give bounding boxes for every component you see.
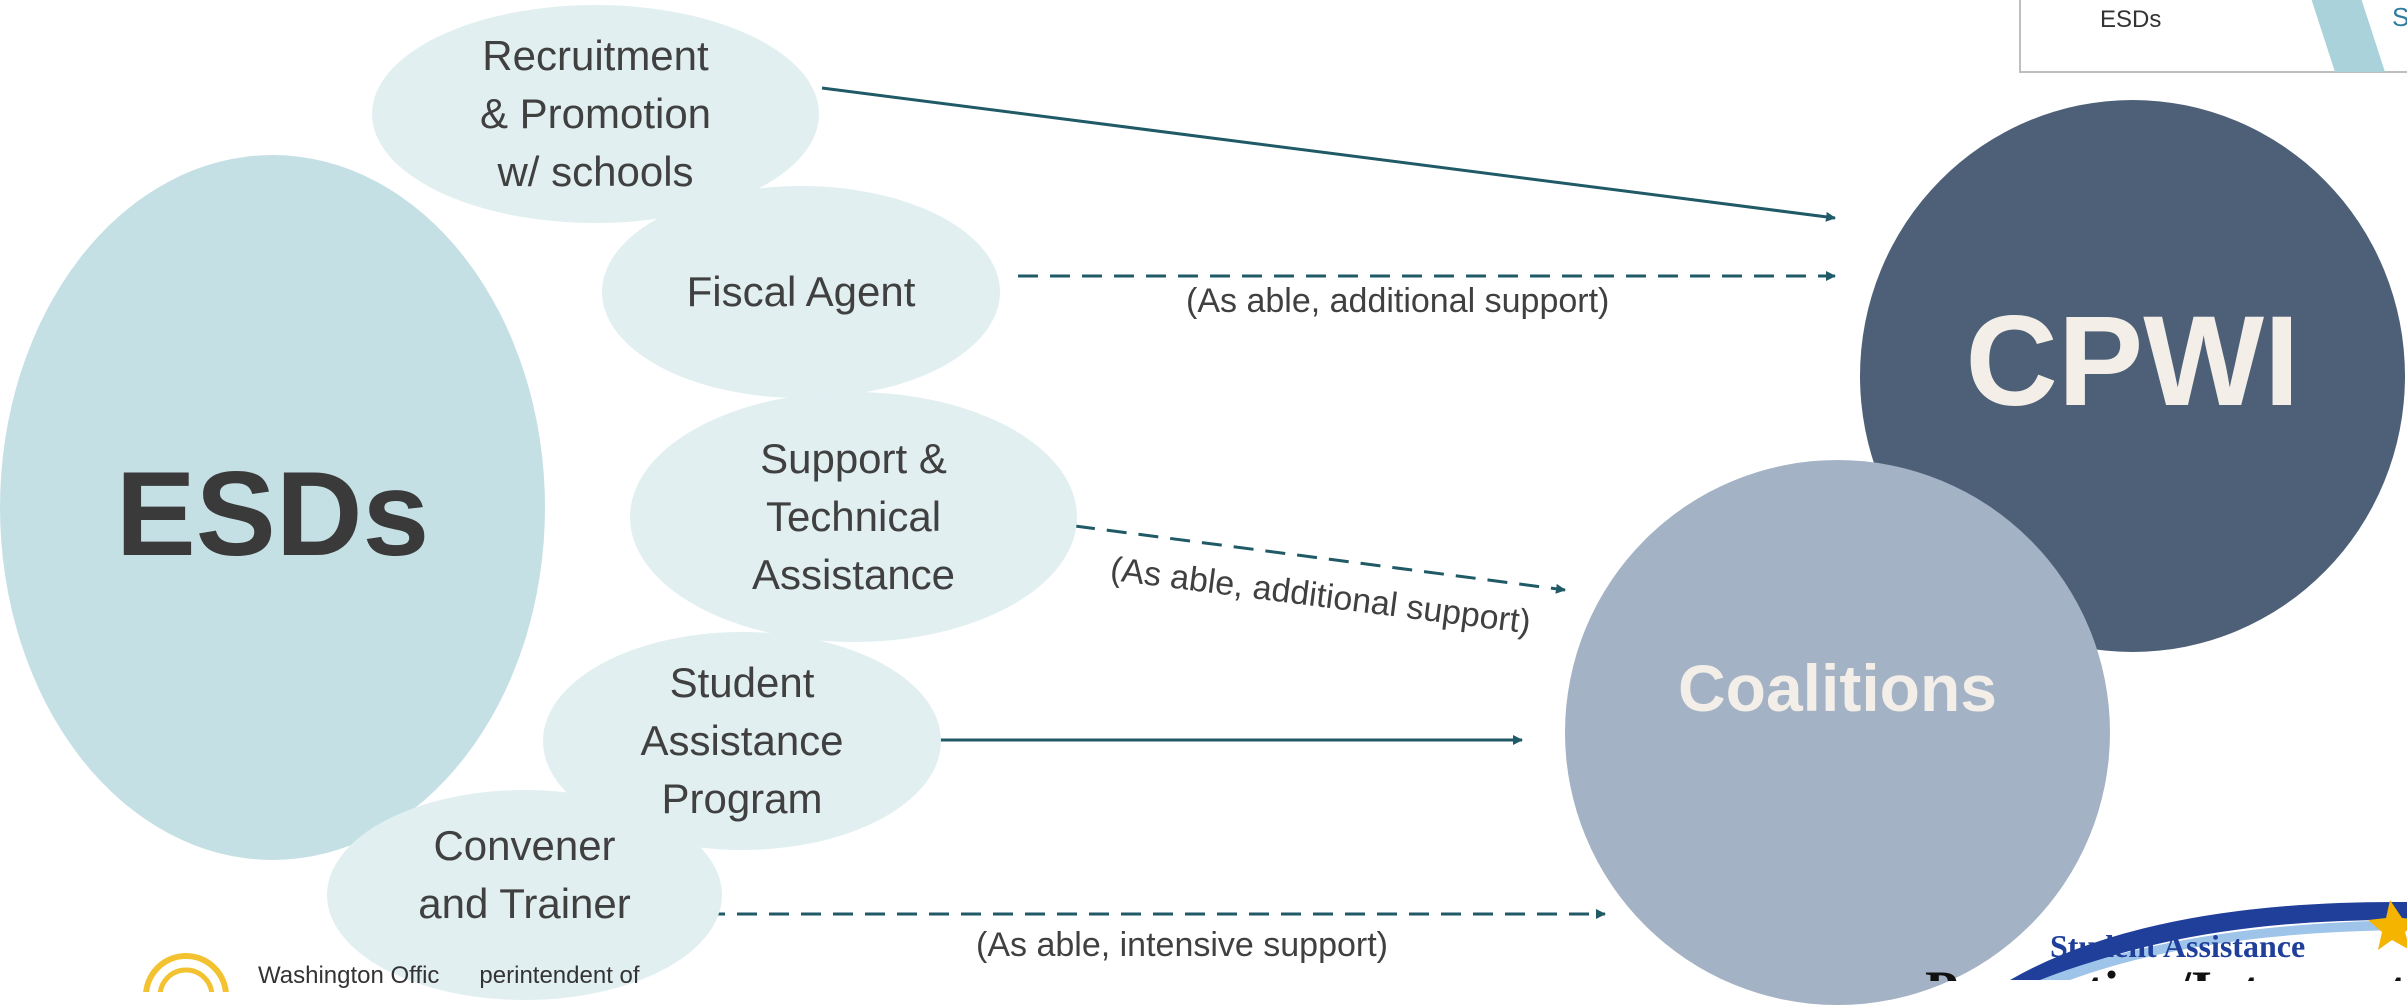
arrow-support-to-coalitions: [1074, 524, 1566, 594]
cpwi-label: CPWI: [1965, 289, 2300, 433]
corner-legend-fragment: S: [2392, 2, 2407, 32]
student-assistance-logo: [2010, 900, 2407, 980]
role-label-support: Support & Technical Assistance: [751, 435, 956, 598]
esds-ellipse: ESDs: [0, 155, 545, 860]
role-bubble-fiscal: Fiscal Agent: [602, 186, 1000, 398]
arrow-recruitment-to-cpwi: [821, 86, 1836, 222]
role-bubble-support: Support & Technical Assistance: [630, 392, 1077, 642]
coalitions-circle: Coalitions: [1565, 460, 2110, 1005]
logo-line2: Prevention/Intervention: [1925, 960, 2407, 981]
esds-label: ESDs: [115, 446, 430, 581]
role-bubble-sap: Student Assistance Program: [543, 632, 941, 850]
role-label-fiscal: Fiscal Agent: [686, 268, 916, 315]
role-bubble-recruitment: Recruitment & Promotion w/ schools: [372, 5, 819, 223]
connector-layer: [705, 0, 2407, 919]
coalitions-label: Coalitions: [1677, 650, 1997, 725]
role-label-sap: Student Assistance Program: [640, 659, 844, 822]
corner-legend-band: [2311, 0, 2385, 72]
note-convener: (As able, intensive support): [976, 926, 1388, 964]
note-fiscal: (As able, additional support): [1186, 282, 1610, 320]
role-label-convener: Convener and Trainer: [418, 822, 631, 927]
corner-legend-label: ESDs: [2100, 6, 2162, 33]
role-label-recruitment: Recruitment & Promotion w/ schools: [479, 32, 712, 195]
ospi-logo-icon: [143, 953, 229, 992]
footer-org-text: Washington Offic perintendent of: [258, 962, 640, 989]
logo-line1: Student Assistance: [2050, 928, 2306, 964]
